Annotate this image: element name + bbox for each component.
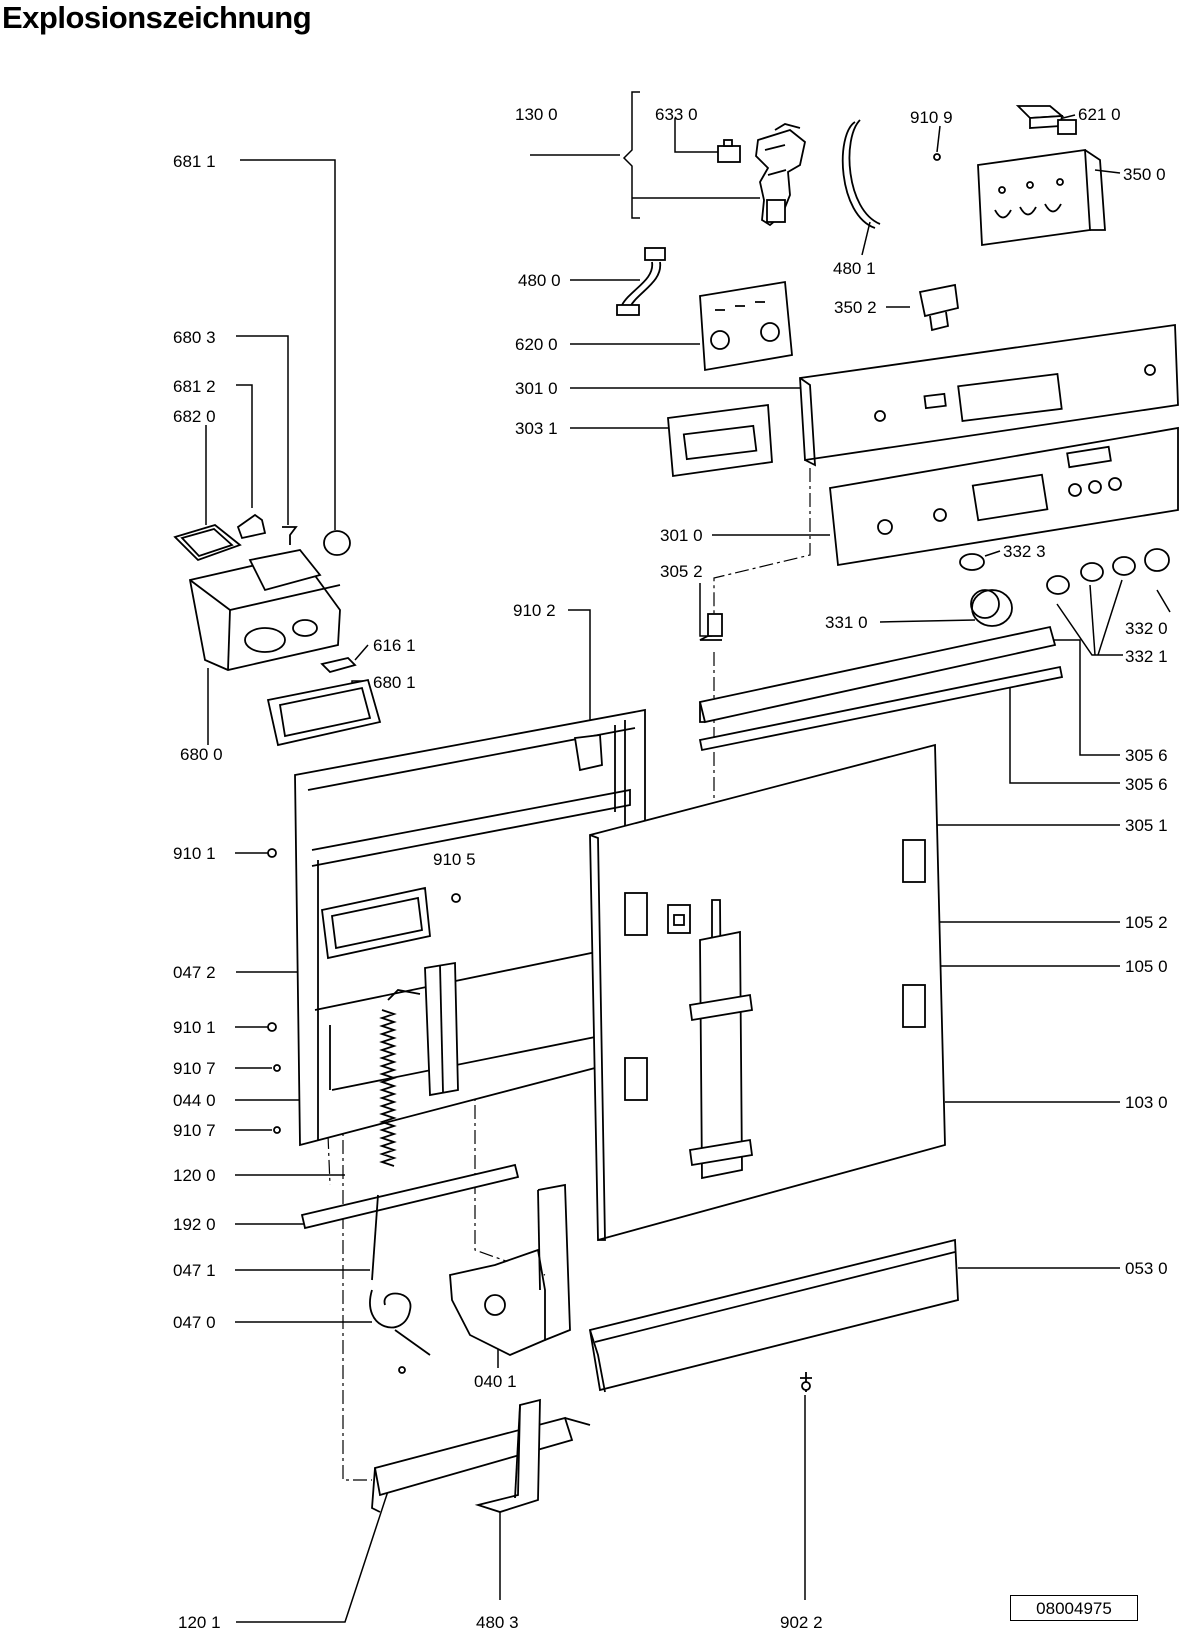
part-label: 305 2 [660,562,703,581]
part-label: 332 0 [1125,619,1168,638]
part-label: 105 0 [1125,957,1168,976]
screw [267,1022,277,1032]
screw [451,893,461,903]
part-label: 621 0 [1078,105,1121,124]
selector-switch [918,283,959,332]
document-number-box: 08004975 [1010,1595,1138,1621]
screw [273,1064,281,1072]
kick-plate-screw [800,1372,812,1392]
part-label: 633 0 [655,105,698,124]
part-label: 350 0 [1123,165,1166,184]
part-label: 910 5 [433,850,476,869]
dispenser-gasket [266,678,382,747]
part-label: 680 0 [180,745,223,764]
electronic-board [699,280,793,372]
connector-cable [616,247,666,316]
selector-knob [1080,562,1104,582]
part-label: 350 2 [834,298,877,317]
part-label: 331 0 [825,613,868,632]
part-label: 040 1 [474,1372,517,1391]
part-label: 910 2 [513,601,556,620]
part-label: 910 1 [173,844,216,863]
hinge-plate [667,904,691,934]
part-label: 681 2 [173,377,216,396]
part-label: 902 2 [780,1613,823,1632]
part-label: 480 3 [476,1613,519,1632]
trim-strip [698,625,1064,752]
part-label: 301 0 [660,526,703,545]
part-label: 910 9 [910,108,953,127]
spring-cable [369,1194,431,1374]
screw [273,1126,281,1134]
part-label: 047 2 [173,963,216,982]
part-label: 910 1 [173,1018,216,1037]
door-hinge [449,1183,571,1356]
front-fascia [829,426,1179,567]
part-label: 192 0 [173,1215,216,1234]
part-label: 044 0 [173,1091,216,1110]
cable-bracket [474,1398,541,1513]
part-label: 681 1 [173,152,216,171]
part-label: 303 1 [515,419,558,438]
page-title: Explosionszeichnung [2,0,312,35]
part-label: 616 1 [373,636,416,655]
door-channel [424,961,459,1097]
dispenser-clip [320,657,357,674]
part-label: 130 0 [515,105,558,124]
panel-clip [699,613,723,641]
part-label: 305 1 [1125,816,1168,835]
door-lock-latch [755,123,806,227]
door-spring [379,989,421,1167]
detergent-dispenser [188,549,341,671]
knob-cap [1144,548,1170,572]
mounting-rail [688,899,754,1180]
dispenser-seal [173,524,242,562]
part-label: 680 3 [173,328,216,347]
outer-door-panel [589,743,946,1242]
door-bottom-trim [371,1416,591,1513]
small-knob [959,553,985,571]
kick-plate [588,1238,959,1393]
part-label: 103 0 [1125,1093,1168,1112]
door-handle [667,403,773,478]
part-label: 120 0 [173,1166,216,1185]
part-label: 105 2 [1125,913,1168,932]
base-strip [300,1163,520,1230]
part-label: 053 0 [1125,1259,1168,1278]
program-knob [970,589,1013,627]
selector-knob [1046,575,1070,595]
screw [933,153,941,161]
control-module [977,148,1106,247]
part-label: 480 1 [833,259,876,278]
part-label: 480 0 [518,271,561,290]
switch-module [1015,105,1077,135]
part-label: 047 1 [173,1261,216,1280]
control-panel [799,323,1179,467]
dispenser-cap [323,530,351,556]
part-label: 047 0 [173,1313,216,1332]
dispenser-latch [236,513,267,540]
selector-knob [1112,556,1136,576]
dispenser-opening [321,886,431,960]
wire-harness [841,121,876,229]
part-label: 910 7 [173,1059,216,1078]
part-label: 680 1 [373,673,416,692]
part-label: 305 6 [1125,746,1168,765]
part-label: 332 1 [1125,647,1168,666]
part-label: 120 1 [178,1613,221,1632]
part-label: 301 0 [515,379,558,398]
screw [267,848,277,858]
part-label: 332 3 [1003,542,1046,561]
part-label: 305 6 [1125,775,1168,794]
part-label: 682 0 [173,407,216,426]
micro-switch [717,139,741,163]
part-label: 620 0 [515,335,558,354]
hinge-bracket [573,733,603,772]
spring-pin [282,526,298,545]
part-label: 910 7 [173,1121,216,1140]
